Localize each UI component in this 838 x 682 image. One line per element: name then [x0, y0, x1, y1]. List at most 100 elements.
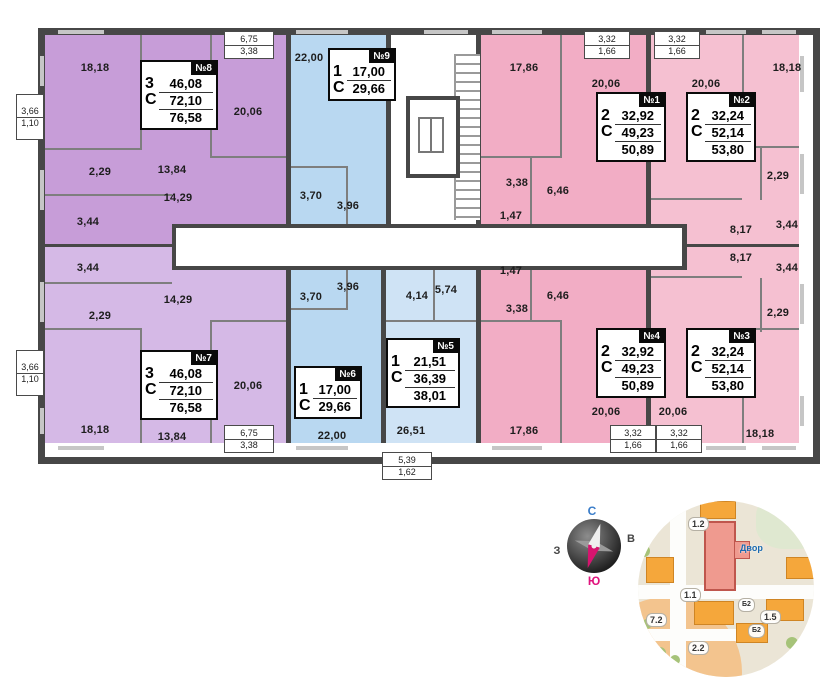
wall: [286, 266, 291, 443]
room-area-label: 3,70: [299, 291, 323, 303]
window-marker: [706, 30, 746, 34]
minimap-current-building[interactable]: [704, 521, 736, 591]
corridor-wall: [172, 224, 176, 270]
window-marker: [706, 446, 746, 450]
room-area-label: 20,06: [658, 406, 688, 418]
partition-wall: [760, 278, 762, 332]
window-marker: [800, 284, 804, 324]
minimap-building: [646, 557, 674, 583]
window-marker: [296, 446, 348, 450]
window-marker: [800, 56, 804, 92]
compass-south-label: Ю: [587, 574, 601, 588]
room-area-label: 20,06: [591, 406, 621, 418]
room-area-label: 22,00: [294, 52, 324, 64]
minimap-tree: [670, 655, 680, 665]
minimap-building-label: Б2: [738, 598, 755, 612]
window-marker: [40, 170, 44, 210]
room-area-label: 6,46: [546, 185, 570, 197]
apartment-number-badge: №3: [729, 330, 754, 343]
room-area-label: 14,29: [163, 192, 193, 204]
compass-west-label: З: [553, 545, 561, 557]
room-area-label: 8,17: [729, 252, 753, 264]
minimap-yard-label: Двор: [740, 543, 763, 553]
apartment-number-badge: №8: [191, 62, 216, 75]
minimap-green-area: [756, 501, 814, 549]
partition-wall: [45, 148, 142, 150]
room-area-label: 5,74: [434, 284, 458, 296]
room-area-label: 3,44: [76, 216, 100, 228]
room-area-label: 3,44: [775, 262, 799, 274]
room-area-label: 18,18: [80, 424, 110, 436]
partition-wall: [385, 320, 480, 322]
room-area-label: 3,96: [336, 200, 360, 212]
apartment-number-badge: №9: [369, 50, 394, 63]
window-marker: [492, 446, 542, 450]
room-area-label: 1,47: [499, 265, 523, 277]
apartment-number-badge: №4: [639, 330, 664, 343]
room-area-label: 3,96: [336, 281, 360, 293]
partition-wall: [45, 328, 142, 330]
room-area-label: 6,46: [546, 290, 570, 302]
partition-wall: [742, 146, 799, 148]
window-marker: [40, 56, 44, 86]
partition-wall: [530, 158, 532, 226]
room-area-label: 17,86: [509, 62, 539, 74]
compass-north-label: С: [587, 504, 597, 518]
partition-wall: [210, 156, 288, 158]
room-area-label: 3,38: [505, 303, 529, 315]
site-minimap[interactable]: Двор 1.2 1.1 7.2 2.2 1.5 Б2 Б2: [638, 501, 814, 677]
window-marker: [58, 446, 104, 450]
partition-wall: [480, 320, 562, 322]
partition-wall: [530, 266, 532, 322]
window-marker: [296, 30, 348, 34]
minimap-tree: [786, 637, 798, 649]
compass-needle: [574, 523, 614, 569]
corridor: [176, 228, 682, 266]
wall: [45, 244, 172, 247]
room-area-label: 8,17: [729, 224, 753, 236]
room-area-label: 20,06: [591, 78, 621, 90]
minimap-building-label: 1.1: [680, 588, 701, 602]
corridor-wall: [172, 224, 686, 228]
window-marker: [424, 30, 468, 34]
minimap-building: [786, 557, 814, 579]
minimap-building-label: 7.2: [646, 613, 667, 627]
minimap-building-label: 1.5: [760, 610, 781, 624]
window-marker: [762, 30, 796, 34]
room-area-label: 13,84: [157, 431, 187, 443]
entrance-door-gap: [398, 444, 426, 449]
room-area-label: 2,29: [88, 166, 112, 178]
window-marker: [800, 396, 804, 426]
apartment-number-badge: №5: [433, 340, 458, 353]
partition-wall: [742, 328, 799, 330]
elevator-car: [418, 117, 444, 153]
minimap-road: [638, 629, 748, 641]
minimap-building: [694, 601, 734, 625]
room-area-label: 3,38: [505, 177, 529, 189]
